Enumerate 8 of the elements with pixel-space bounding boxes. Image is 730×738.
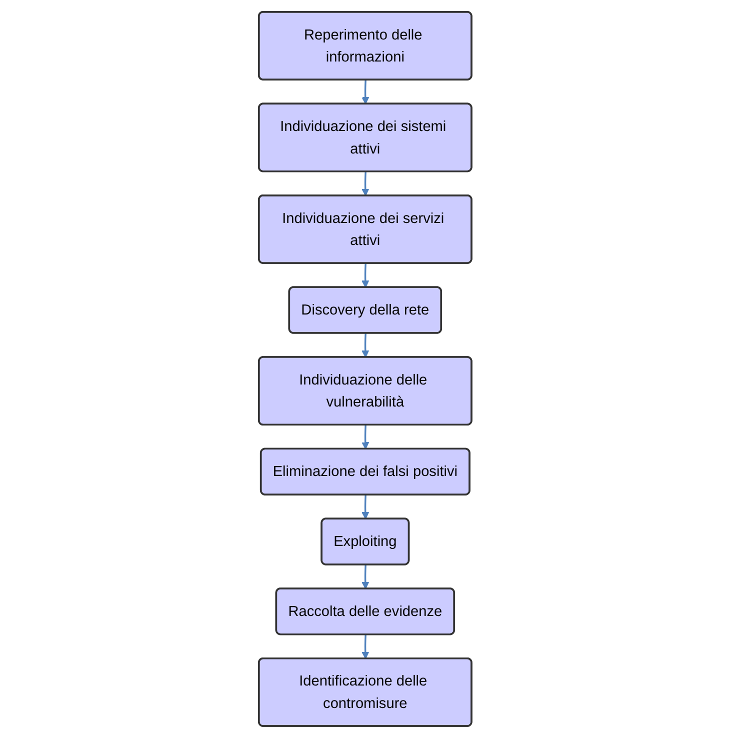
arrow [361,333,369,358]
arrow [361,80,369,104]
arrow [361,425,369,450]
arrow [361,172,369,196]
arrow [361,564,369,590]
arrow [361,264,369,288]
arrow [361,495,369,520]
arrow [361,634,369,660]
